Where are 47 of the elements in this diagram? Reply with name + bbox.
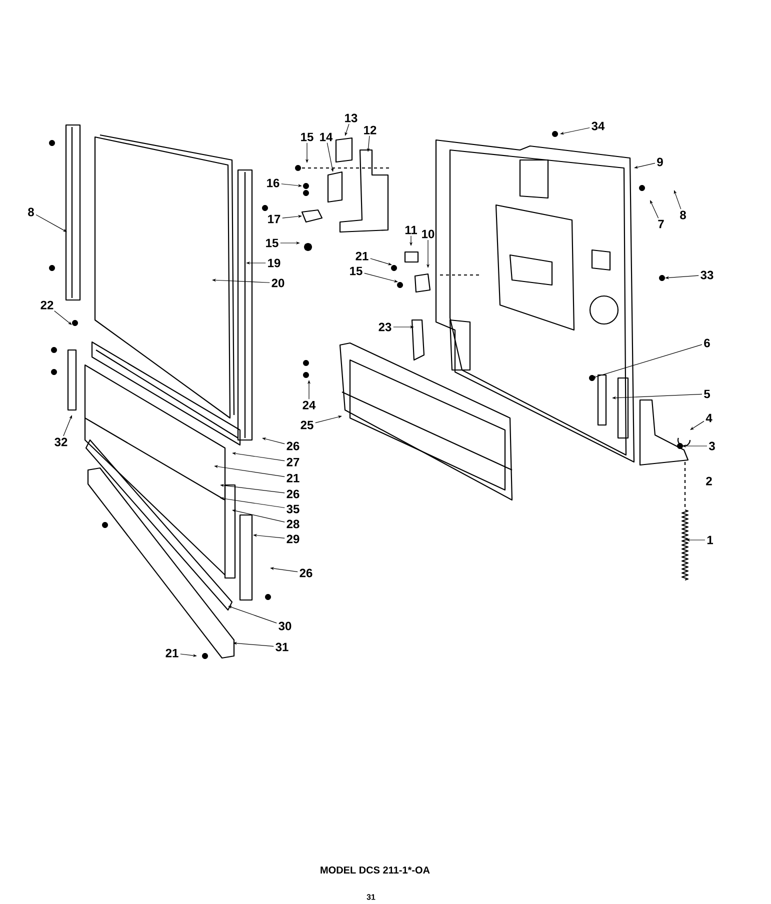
callout-number: 26: [300, 568, 312, 578]
callout-number: 12: [364, 126, 376, 134]
callout-number: 28: [286, 520, 300, 528]
callout-number: 9: [657, 158, 663, 166]
page-number: 31: [366, 894, 376, 900]
callout-number: 31: [276, 642, 288, 652]
callout-number: 2: [706, 476, 712, 486]
leader-line: [36, 214, 67, 232]
leader-line: [54, 310, 72, 325]
callout-number: 10: [422, 230, 434, 238]
callout-number: 17: [268, 214, 280, 224]
callout-number: 1: [707, 536, 713, 544]
callout-number: 20: [272, 278, 284, 288]
callout-number: 21: [356, 252, 368, 260]
callout-number: 34: [592, 122, 605, 130]
callout-number: 27: [286, 458, 300, 466]
model-caption: MODEL DCS 211-1*-OA: [320, 866, 430, 874]
callout-number: 15: [301, 132, 314, 142]
callout-number: 22: [40, 300, 54, 310]
callout-number: 30: [278, 622, 292, 630]
callout-number: 8: [28, 208, 34, 216]
leader-line: [690, 420, 704, 430]
callout-number: 21: [286, 474, 300, 482]
callout-number: 8: [680, 210, 686, 220]
callout-number: 26: [286, 490, 300, 498]
callout-number: 23: [378, 322, 392, 332]
callout-number: 13: [345, 114, 358, 122]
callout-number: 32: [54, 438, 68, 446]
callout-number: 21: [166, 648, 178, 658]
callout-number: 7: [658, 220, 664, 228]
callout-number: 4: [706, 414, 712, 422]
callout-number: 16: [267, 178, 280, 188]
leader-line: [650, 200, 659, 218]
callout-number: 24: [302, 400, 316, 410]
callout-number: 33: [700, 270, 714, 280]
callout-number: 14: [320, 132, 333, 142]
callout-number: 3: [708, 442, 715, 450]
callout-number: 35: [286, 504, 300, 514]
callout-number: 15: [266, 238, 278, 248]
callout-number: 15: [350, 266, 362, 276]
callout-number: 26: [286, 442, 300, 450]
callout-number: 11: [405, 226, 417, 234]
callout-number: 6: [704, 338, 710, 348]
callout-number: 29: [286, 534, 300, 544]
callout-number: 25: [300, 420, 314, 430]
callout-number: 19: [268, 258, 280, 268]
callout-number: 5: [704, 390, 710, 398]
